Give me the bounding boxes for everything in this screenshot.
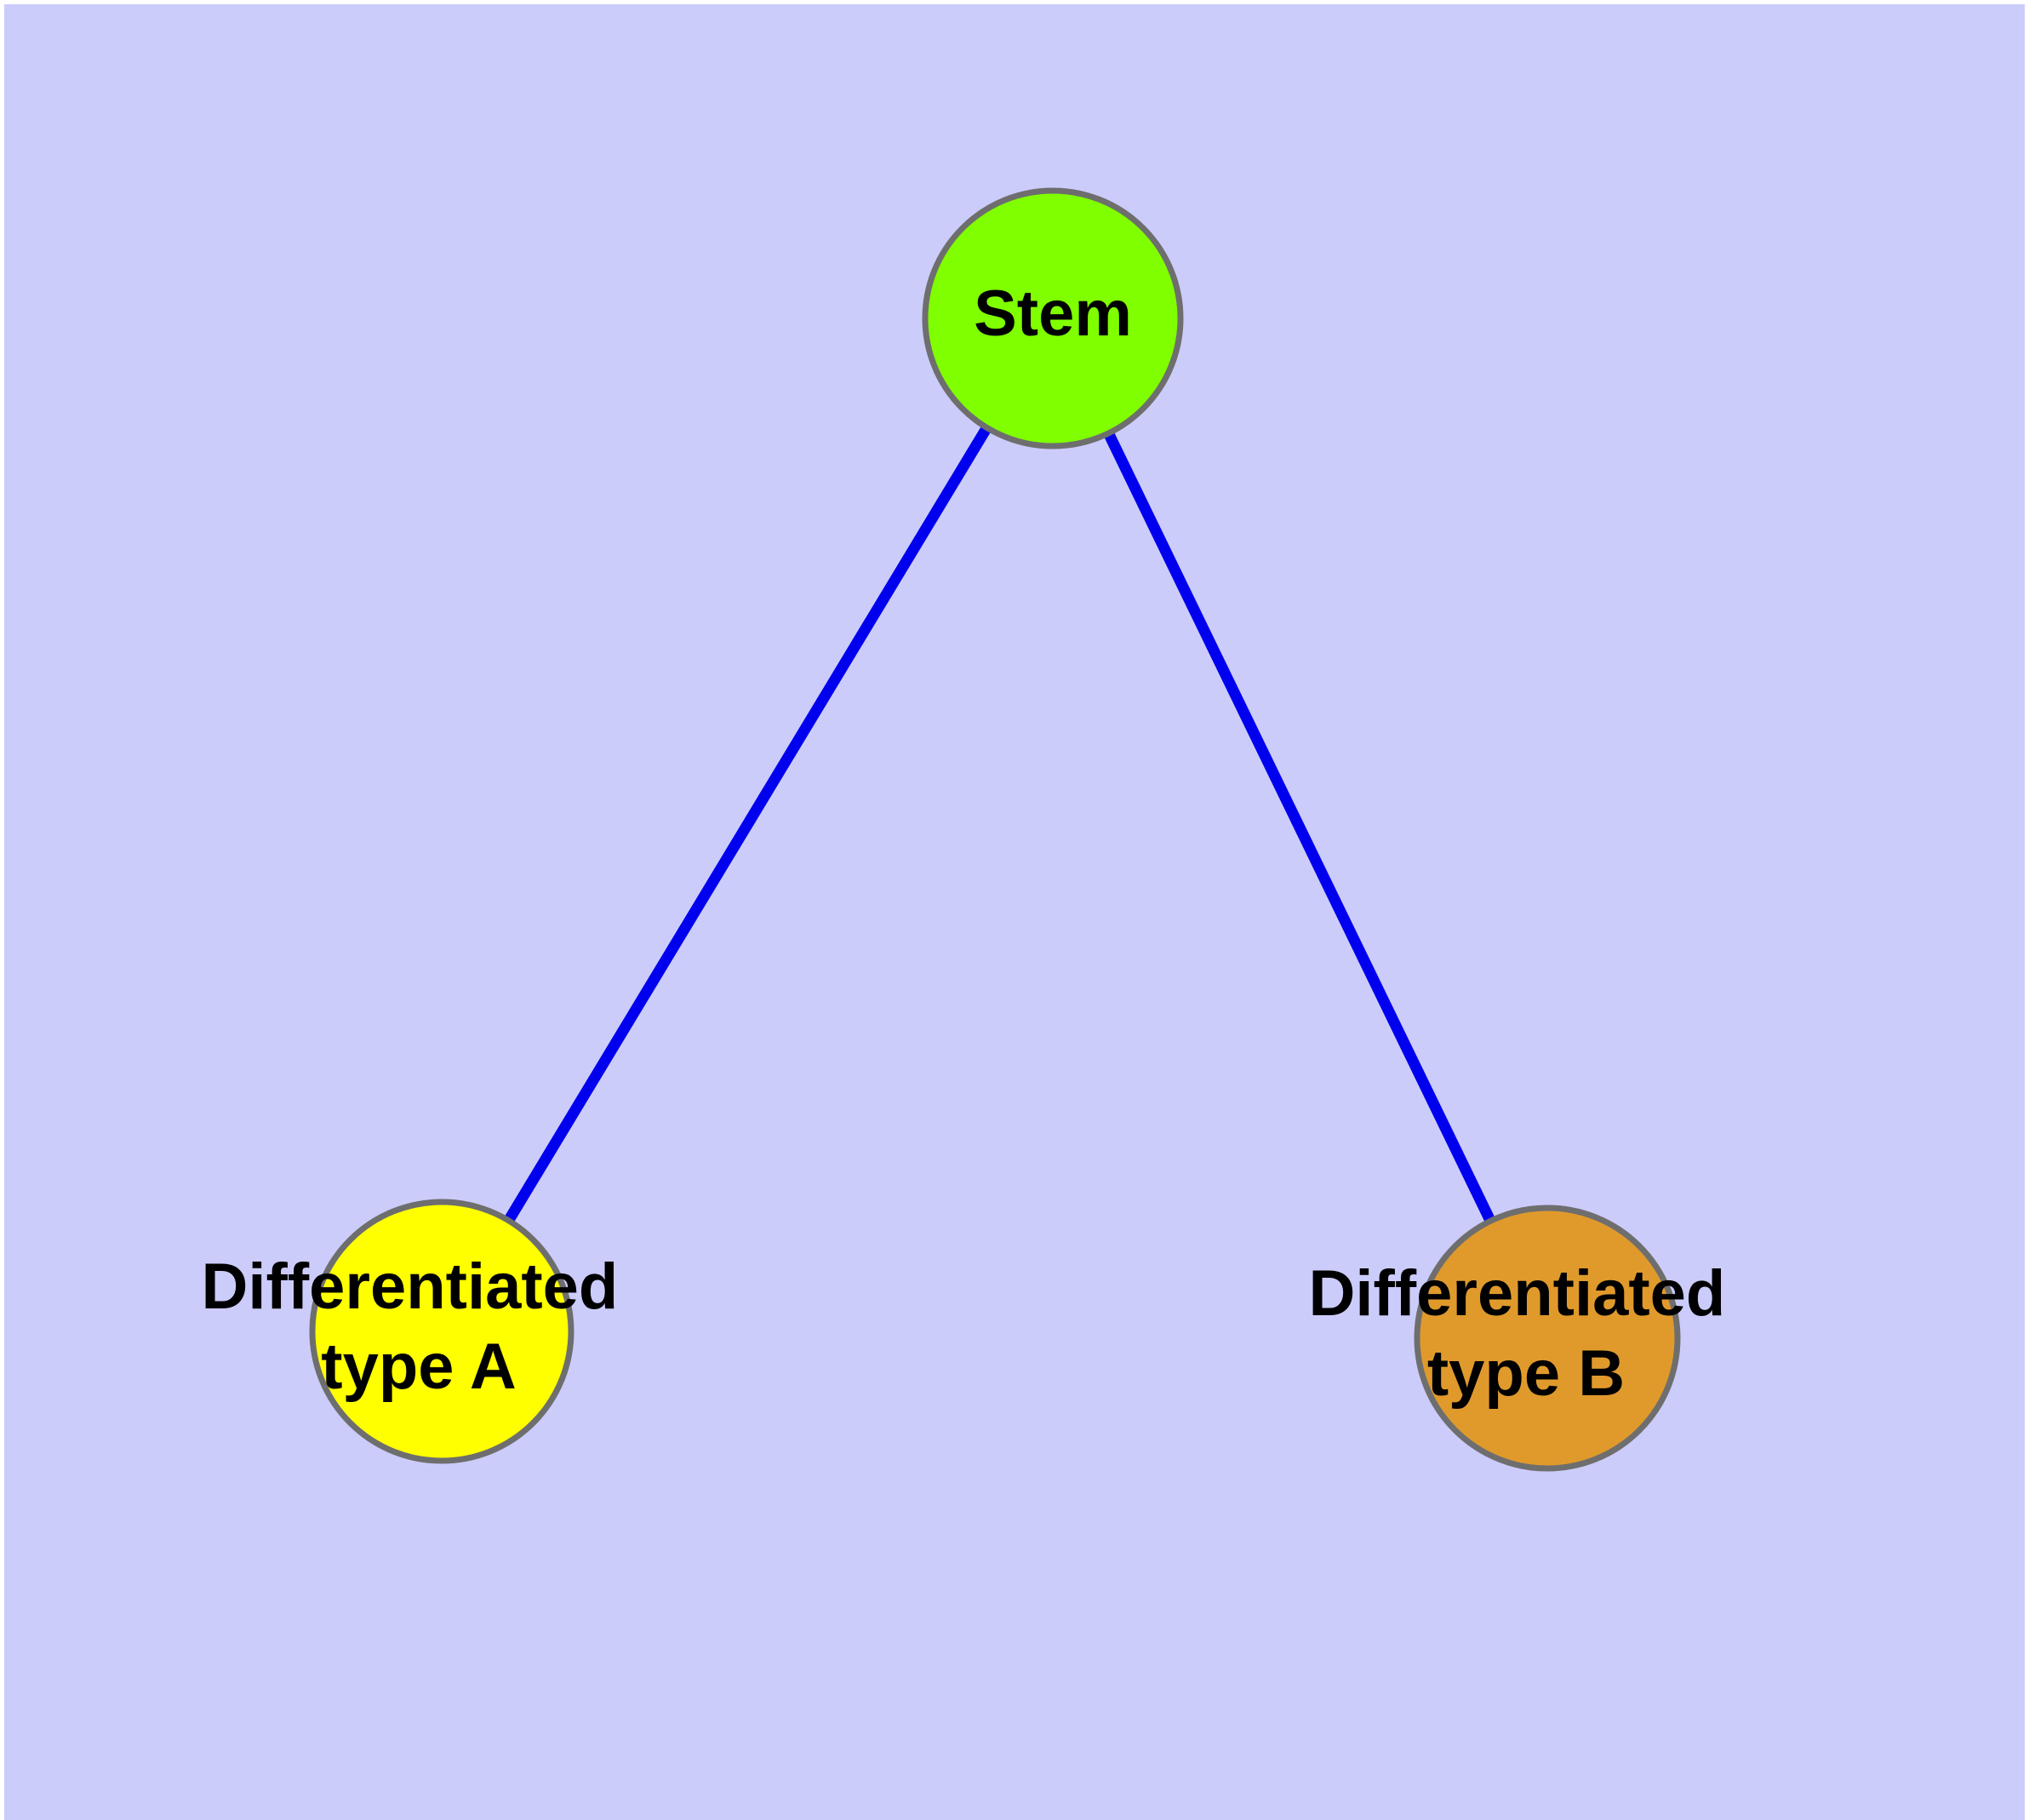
label-layer: Stem Differentiated type A Differentiate… [202,278,1744,1410]
node-differentiated-type-a-label-line-1: Differentiated [202,1251,619,1323]
node-stem[interactable] [922,187,1184,449]
node-differentiated-type-a-label: Differentiated type A [202,1251,637,1403]
node-stem-circle[interactable] [922,187,1184,449]
node-stem-label-line-1: Stem [974,278,1132,350]
node-differentiated-type-b-circle[interactable] [1414,1205,1681,1472]
edge-layer [437,315,1552,1341]
edge-stem-to-differentiated-type-b[interactable] [1048,316,1552,1341]
edge-stem-to-differentiated-type-a[interactable] [437,315,1058,1335]
node-differentiated-type-a-circle[interactable] [309,1199,574,1464]
node-differentiated-type-a[interactable] [309,1199,574,1464]
node-stem-label: Stem [974,278,1132,350]
node-differentiated-type-a-label-line-2: type A [321,1331,516,1403]
node-layer [309,187,1681,1472]
node-differentiated-type-b-label-line-1: Differentiated [1309,1257,1726,1330]
node-differentiated-type-b[interactable] [1414,1205,1681,1472]
node-differentiated-type-b-label-line-2: type B [1427,1337,1625,1410]
node-differentiated-type-b-label: Differentiated type B [1309,1257,1744,1410]
